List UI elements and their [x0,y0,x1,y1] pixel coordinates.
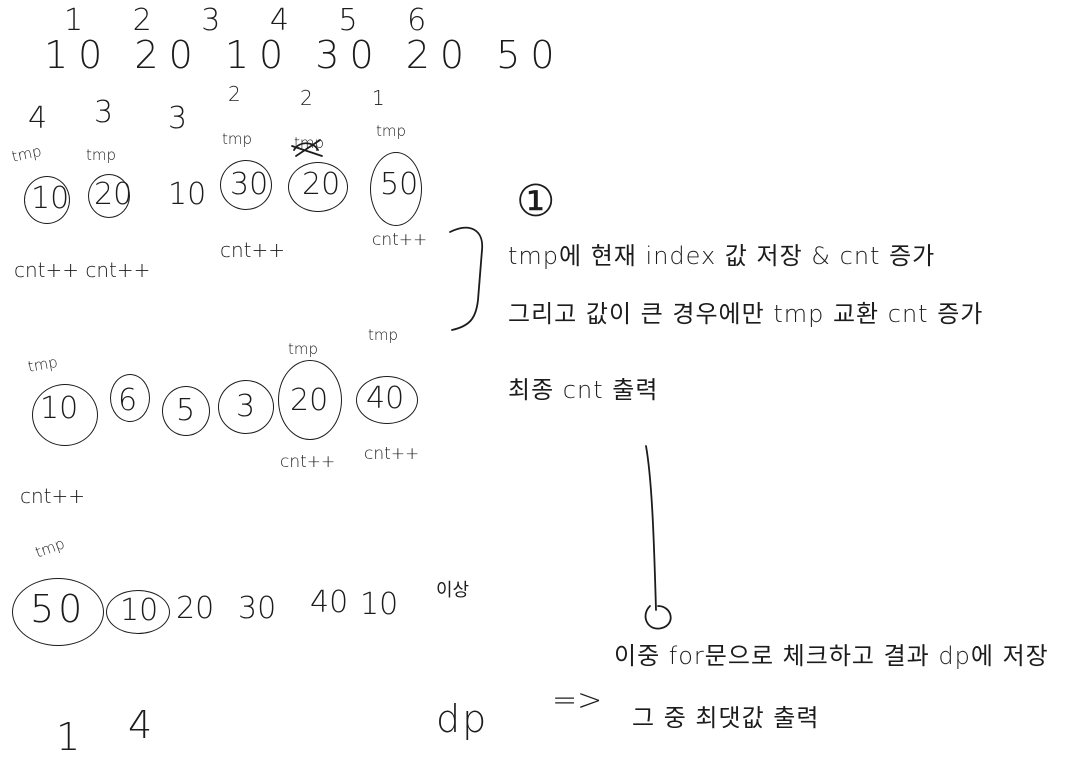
dp-label: dp [436,697,489,741]
explanation-line-2: 그리고 값이 큰 경우에만 tmp 교환 cnt 증가 [508,300,984,328]
length-label-1: 4 [28,101,48,136]
counter-label: cnt++ [20,484,86,508]
array-cell: 50 [380,167,419,202]
array-cell: 10 [120,593,159,628]
circle-marker [218,380,274,434]
bottom-number-1: 1 [56,715,91,759]
circle-marker [32,384,98,446]
array-cell: 6 [118,383,138,418]
circle-marker [88,174,130,218]
explanation-line-3: 최종 cnt 출력 [508,376,659,404]
array-cell: 20 [94,177,133,212]
counter-label: cnt++ [364,444,420,464]
array-cell: 20 [176,591,215,626]
tmp-label-1c: tmp [222,130,253,148]
length-label-2: 3 [94,95,114,130]
counter-label: cnt++ [372,230,428,250]
length-label-4: 2 [228,82,241,106]
counter-label: cnt++ [220,238,286,262]
scribble-mark [291,139,323,157]
circle-marker [278,360,342,440]
array-cell: 5 [176,393,196,428]
trailing-note: 이상 [436,580,470,601]
circle-marker [110,374,150,422]
circle-marker [24,176,70,224]
array-cell: 30 [238,591,277,626]
explanation-line-1: tmp에 현재 index 값 저장 & cnt 증가 [508,242,936,270]
array-cell: 20 [302,167,341,202]
circle-marker [356,376,418,424]
circle-marker [220,160,272,210]
step-mark: ① [516,176,566,227]
counter-label: cnt++ cnt++ [14,258,151,282]
value-row: 10 20 10 30 20 50 [44,33,565,77]
circle-marker [12,578,104,646]
array-cell: 10 [40,391,79,426]
tmp-label-1b: tmp [86,146,117,164]
tmp-label-2b: tmp [288,340,319,358]
array-cell: 40 [366,381,405,416]
length-label-3: 3 [168,101,188,136]
array-cell: 30 [230,167,269,202]
dp-line-1: 이중 for문으로 체크하고 결과 dp에 저장 [614,642,1049,670]
dp-arrow: => [552,683,603,718]
circle-marker [288,162,348,212]
length-label-5: 2 [300,86,313,110]
array-cell: 20 [290,383,329,418]
array-cell: 10 [360,587,399,622]
tmp-label-2c: tmp [368,326,399,344]
array-cell: 3 [236,389,256,424]
circle-marker [106,590,170,634]
arrow-line [645,445,657,611]
bracket-stroke [449,226,483,331]
array-cell: 50 [30,587,87,631]
tmp-label-1e: tmp [376,122,407,140]
array-cell: 10 [168,177,207,212]
dp-line-2: 그 중 최댓값 출력 [632,704,820,732]
arrow-head [644,605,672,630]
index-row: 1 2 3 4 5 6 [64,3,447,38]
bottom-number-2: 4 [128,703,163,747]
circle-marker [370,152,422,226]
counter-label: cnt++ [280,452,336,472]
circle-marker [162,386,210,436]
length-label-6: 1 [372,86,385,110]
array-cell: 40 [310,585,349,620]
array-cell: 10 [31,181,70,216]
